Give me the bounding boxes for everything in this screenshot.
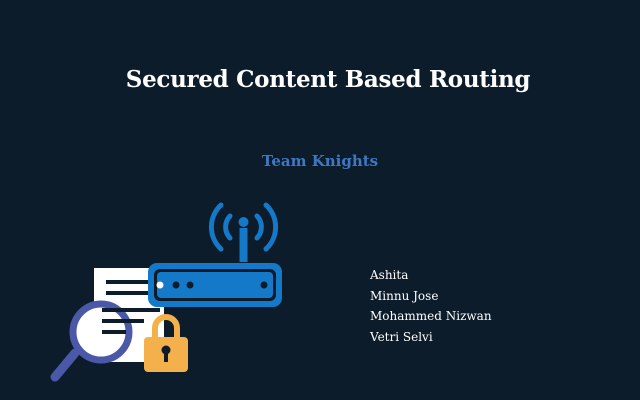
routing-illustration	[50, 202, 282, 382]
wifi-signal-icon	[208, 202, 279, 262]
team-member: Vetri Selvi	[370, 329, 433, 344]
team-member: Minnu Jose	[370, 288, 439, 303]
team-member: Mohammed Nizwan	[370, 309, 492, 323]
team-name: Team Knights	[261, 152, 379, 170]
slide-title: Secured Content Based Routing	[125, 66, 531, 93]
padlock-icon	[144, 314, 188, 372]
magnifying-glass-icon	[50, 300, 160, 382]
router-icon	[148, 263, 282, 307]
team-member: Ashita	[370, 268, 409, 282]
team-member-list: Ashita Minnu Jose Mohammed Nizwan Vetri …	[370, 265, 492, 347]
